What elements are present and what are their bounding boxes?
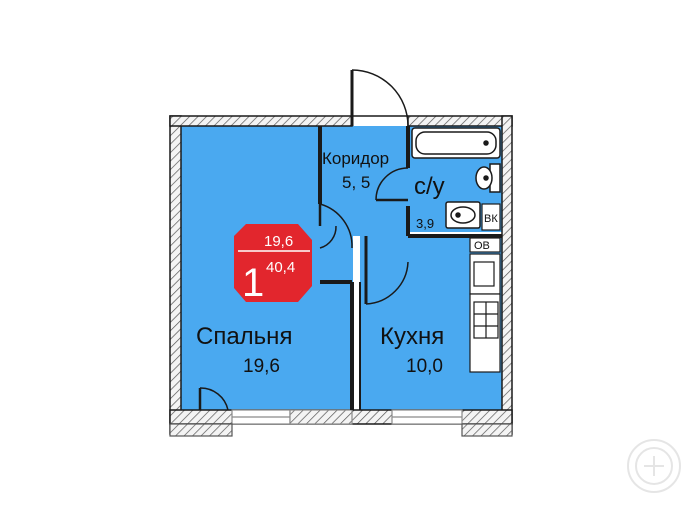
wall-left [169, 115, 182, 435]
washing-machine-label: ВК [484, 213, 498, 225]
room-fills [181, 126, 502, 410]
window-left-edge [169, 423, 233, 437]
wall-top-left [169, 115, 353, 127]
bathroom-area: 3,9 [416, 216, 434, 231]
badge-total-area: 40,4 [266, 259, 295, 276]
building-logo-icon [627, 439, 681, 493]
bathroom-name: с/у [414, 173, 445, 200]
entrance-door [350, 69, 409, 127]
kitchen-name: Кухня [380, 323, 444, 350]
kitchen-area: 10,0 [406, 356, 443, 377]
corridor-name: Коридор [322, 149, 389, 168]
area-badge: 19,6 1 40,4 [234, 224, 312, 305]
bedroom-area: 19,6 [243, 356, 280, 377]
kitchen-door [364, 236, 409, 305]
bathtub [411, 127, 501, 159]
sink [445, 201, 481, 229]
bathroom-door [375, 167, 409, 202]
stove [473, 301, 499, 339]
interior-walls [318, 126, 502, 410]
bedroom-name: Спальня [196, 323, 292, 350]
badge-rooms-count: 1 [242, 261, 264, 305]
windows [169, 409, 513, 437]
toilet [475, 163, 501, 193]
oven-label: ОВ [474, 240, 490, 252]
wall-top-right [407, 115, 513, 127]
corridor-area: 5, 5 [342, 173, 370, 192]
window-right-edge [461, 423, 513, 437]
window-balcony-door [289, 409, 353, 425]
washing-machine: ВК [481, 203, 501, 231]
wall-right [501, 115, 513, 435]
bedroom-door [318, 203, 353, 249]
balcony-door [198, 387, 229, 411]
kitchen-sink [469, 253, 501, 295]
corridor-floor [320, 126, 408, 236]
badge-living-area: 19,6 [264, 233, 293, 250]
oven: ОВ [469, 237, 501, 253]
